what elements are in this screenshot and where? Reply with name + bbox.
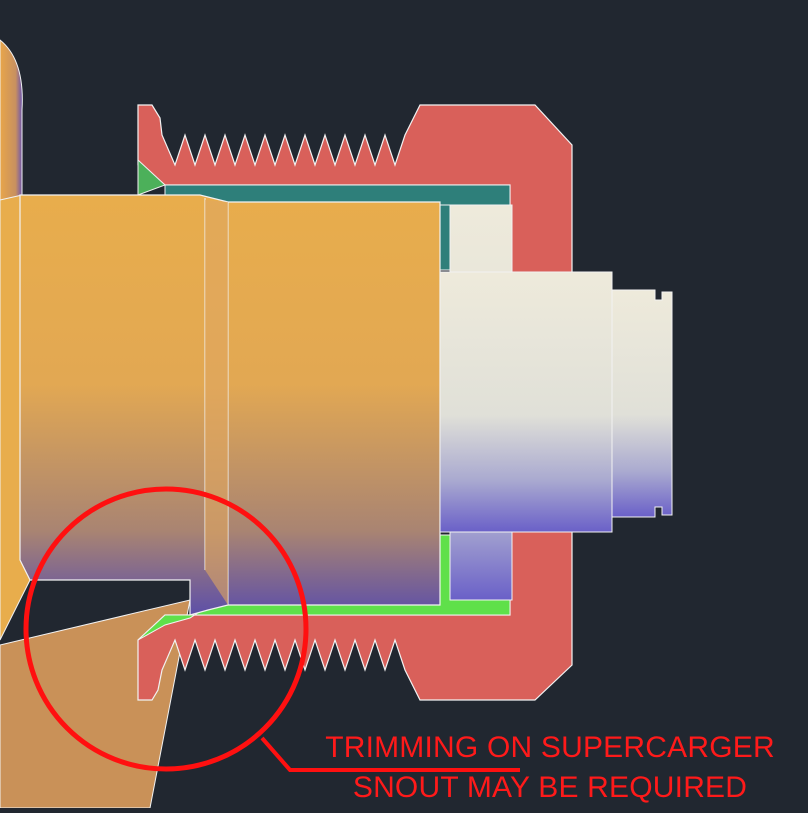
seal-lower <box>137 534 511 641</box>
annotation-line-1: TRIMMING ON SUPERCARGER <box>325 731 775 764</box>
fitting-nut <box>137 104 573 701</box>
tube-flare-shade <box>205 200 228 605</box>
insert-body <box>439 271 613 533</box>
seal-upper <box>137 158 166 196</box>
leader-line <box>260 736 520 772</box>
highlight-circle <box>23 486 309 772</box>
annotation-line-2: SNOUT MAY BE REQUIRED <box>352 771 748 804</box>
housing-edge <box>0 39 23 211</box>
insert-nipple <box>611 289 673 518</box>
tube-body <box>19 194 441 616</box>
annotation-note: TRIMMING ON SUPERCARGER SNOUT MAY BE REQ… <box>290 728 808 808</box>
